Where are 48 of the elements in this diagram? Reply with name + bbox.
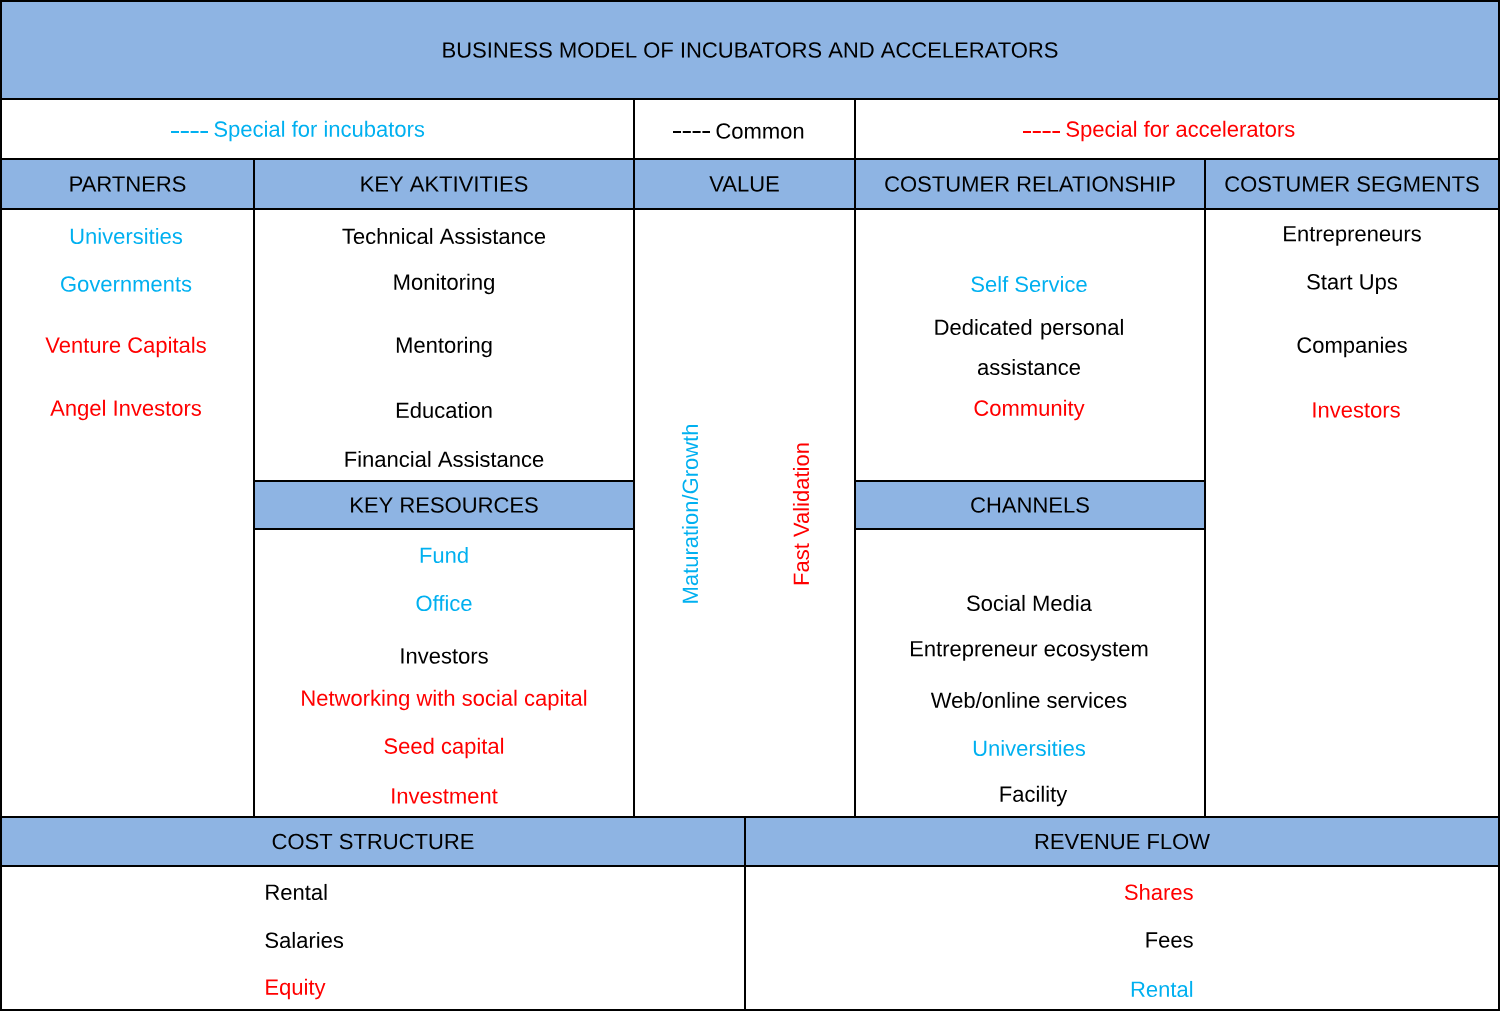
item-label: Equity [266, 978, 326, 1000]
legend-label: Common [716, 123, 804, 139]
item-label: Companies [1297, 336, 1407, 358]
legend-label: Special for accelerators [1066, 120, 1295, 142]
item-label: Fees [1146, 932, 1193, 948]
item-label: Salaries [265, 931, 344, 949]
item-label: Community [974, 399, 1085, 421]
item-label: Start Ups [1307, 274, 1398, 294]
section-header: CHANNELS [854, 480, 1206, 530]
item-label: Office [416, 594, 472, 612]
item-label: Governments [61, 276, 192, 292]
item-label: Universities [973, 739, 1085, 757]
vertical-label: Maturation/Growth [681, 424, 699, 603]
item-label: Entrepreneurs [1284, 226, 1421, 246]
item-label: Entrepreneur ecosystem [911, 641, 1148, 661]
item-label: Facility [1000, 785, 1068, 807]
section-header: VALUE [633, 158, 856, 210]
section-header: KEY RESOURCES [253, 480, 635, 530]
section-header: COST STRUCTURE [0, 816, 746, 867]
item-label: Mentoring [396, 336, 492, 358]
section-header: KEY AKTIVITIES [253, 158, 635, 210]
item-label: Networking with social capital [302, 689, 587, 711]
item-label: Investment [392, 788, 498, 804]
item-label: Universities [70, 227, 183, 245]
legend-label: Special for incubators [214, 120, 425, 142]
item-label: Angel Investors [50, 399, 201, 421]
item-label: Fund [420, 546, 468, 564]
item-label: Education [396, 401, 492, 419]
item-label: Financial Assistance [345, 450, 544, 468]
section-header: REVENUE FLOW [744, 816, 1500, 867]
section-header: COSTUMER RELATIONSHIP [854, 158, 1206, 210]
item-label: Seed capital [384, 737, 504, 759]
item-label: Investors [1313, 402, 1400, 418]
item-label: Rental [1131, 980, 1193, 998]
vertical-label: Fast Validation [792, 443, 810, 585]
item-label: Rental [266, 883, 327, 901]
item-label: Self Service [971, 275, 1087, 293]
item-label: Dedicated personal assistance [935, 318, 1123, 376]
section-header: COSTUMER SEGMENTS [1204, 158, 1500, 210]
item-label: Monitoring [394, 273, 494, 295]
item-label: Technical Assistance [342, 227, 546, 245]
item-label: Web/online services [930, 691, 1127, 709]
section-header: PARTNERS [0, 158, 255, 210]
title-banner: BUSINESS MODEL OF INCUBATORS AND ACCELERATORS [0, 0, 1500, 100]
item-label: Social Media [967, 594, 1092, 612]
item-label: Investors [401, 648, 488, 664]
item-label: Shares [1124, 883, 1193, 901]
item-label: Venture Capitals [45, 336, 206, 358]
